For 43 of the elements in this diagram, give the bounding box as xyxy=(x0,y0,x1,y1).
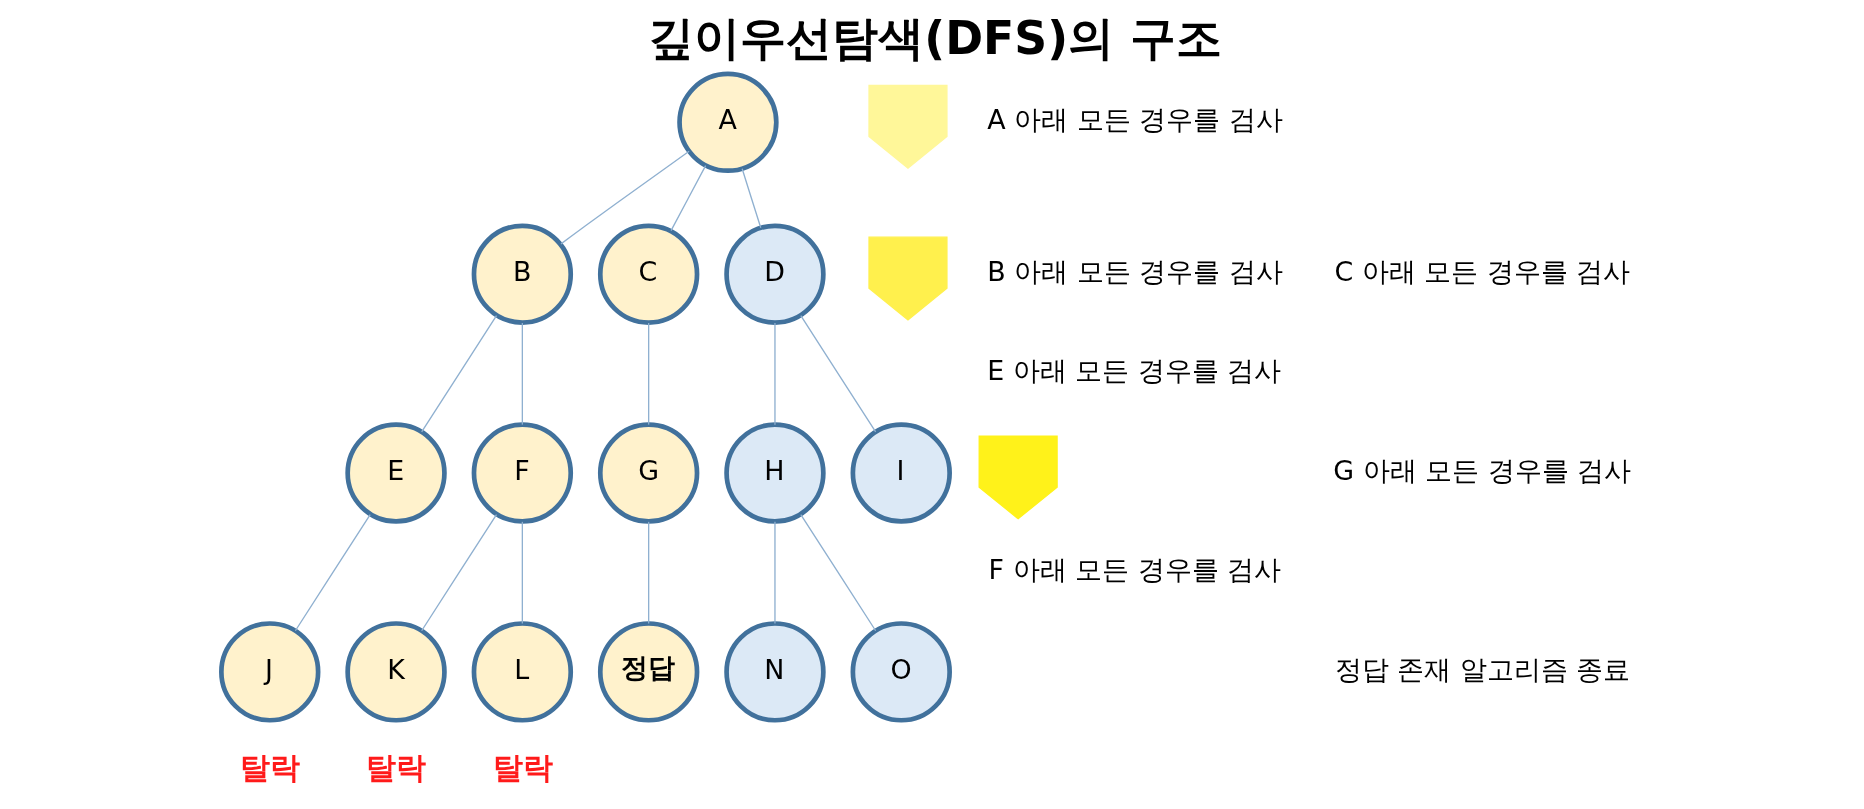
node-arrow xyxy=(867,84,948,169)
label: A 아래 모든 경우를 검사 xyxy=(986,104,1283,136)
label: B 아래 모든 경우를 검사 xyxy=(986,255,1283,287)
connector xyxy=(420,315,497,433)
connector xyxy=(669,164,706,232)
connector xyxy=(521,322,523,426)
node-circle: 정답 xyxy=(597,621,699,723)
label: E 아래 모든 경우를 검사 xyxy=(986,355,1281,387)
node-circle: O xyxy=(850,621,952,723)
node-circle: E xyxy=(344,422,447,524)
node-arrow xyxy=(978,435,1058,520)
node-label: 탈락 xyxy=(492,750,553,785)
node-circle: D xyxy=(723,223,826,325)
node-arrow xyxy=(867,236,948,321)
node-circle: B xyxy=(471,223,573,325)
node-label: 탈락 xyxy=(239,750,300,785)
connector xyxy=(773,521,776,625)
connector xyxy=(559,150,690,245)
label: 정답 존재 알고리즘 종료 xyxy=(1334,653,1630,685)
connector xyxy=(799,513,876,632)
connector xyxy=(420,513,497,632)
node-circle: K xyxy=(344,621,447,723)
node-label: 탈락 xyxy=(365,750,426,785)
node-circle: I xyxy=(850,422,952,524)
label: F 아래 모든 경우를 검사 xyxy=(988,554,1281,586)
node-circle: A xyxy=(676,71,779,174)
node-circle: L xyxy=(471,621,573,723)
connector xyxy=(521,521,523,625)
node-circle: F xyxy=(471,422,573,524)
connector xyxy=(741,168,761,229)
node-circle: G xyxy=(597,422,699,524)
connector xyxy=(647,521,649,625)
connector xyxy=(799,315,876,433)
node-circle: N xyxy=(723,621,826,723)
diagram-title: 깊이우선탐색(DFS)의 구조 xyxy=(647,12,1222,66)
label: G 아래 모든 경우를 검사 xyxy=(1332,454,1631,486)
node-circle: H xyxy=(723,422,826,524)
connector xyxy=(294,513,371,632)
node-circle: J xyxy=(218,621,320,723)
connector xyxy=(773,322,776,426)
connector xyxy=(647,322,649,426)
node-circle: C xyxy=(597,223,699,325)
label: C 아래 모든 경우를 검사 xyxy=(1334,255,1630,287)
